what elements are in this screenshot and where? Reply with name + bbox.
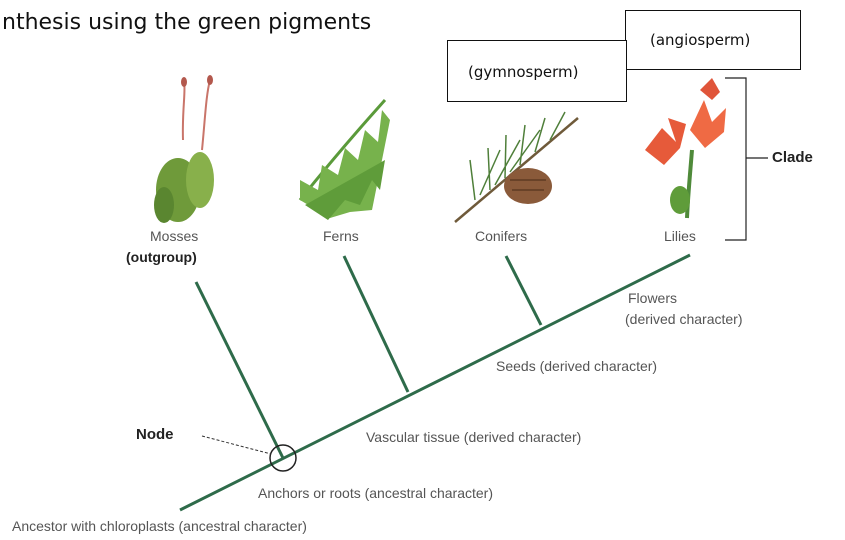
trunk-line xyxy=(180,255,690,510)
branch-ferns xyxy=(344,256,408,392)
lily-image xyxy=(645,78,726,218)
clade-label: Clade xyxy=(772,149,813,166)
conifer-image xyxy=(455,112,578,222)
clade-bracket xyxy=(725,78,746,240)
branch-mosses xyxy=(196,282,283,458)
node-label: Node xyxy=(136,426,174,443)
trait-flowers-note: (derived character) xyxy=(625,311,743,327)
fern-image xyxy=(300,100,390,220)
taxon-lilies: Lilies xyxy=(664,228,696,244)
taxon-outgroup: (outgroup) xyxy=(126,249,197,265)
trait-vascular: Vascular tissue (derived character) xyxy=(366,429,581,445)
moss-image xyxy=(154,75,214,223)
taxon-conifers: Conifers xyxy=(475,228,527,244)
branch-conifers xyxy=(506,256,541,325)
trait-anchors: Anchors or roots (ancestral character) xyxy=(258,485,493,501)
taxon-mosses: Mosses xyxy=(150,228,198,244)
trait-ancestor: Ancestor with chloroplasts (ancestral ch… xyxy=(12,518,307,534)
taxon-ferns: Ferns xyxy=(323,228,359,244)
trait-seeds: Seeds (derived character) xyxy=(496,358,657,374)
trait-flowers: Flowers xyxy=(628,290,677,306)
node-pointer xyxy=(202,436,271,454)
